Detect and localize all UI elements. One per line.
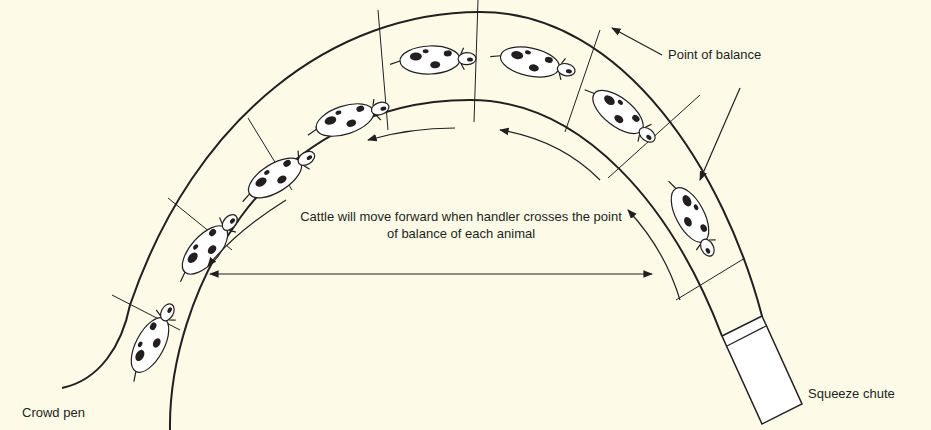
cow	[390, 44, 477, 75]
balance-lines	[112, 0, 745, 330]
outer-wall	[62, 12, 762, 388]
squeeze-chute	[722, 316, 802, 424]
callout-label: Point of balance	[668, 46, 761, 63]
cow	[578, 76, 663, 151]
movement-arrows	[208, 128, 680, 300]
cattle	[119, 40, 724, 387]
chute-gate	[727, 326, 766, 346]
cow	[659, 173, 724, 262]
cow	[234, 142, 322, 211]
cow	[303, 92, 393, 145]
cow	[488, 40, 578, 85]
note-text: Cattle will move forward when handler cr…	[296, 208, 626, 242]
cow	[119, 298, 184, 387]
area-label: Squeeze chute	[808, 385, 895, 402]
area-label: Crowd pen	[22, 404, 85, 421]
cow	[168, 206, 246, 289]
